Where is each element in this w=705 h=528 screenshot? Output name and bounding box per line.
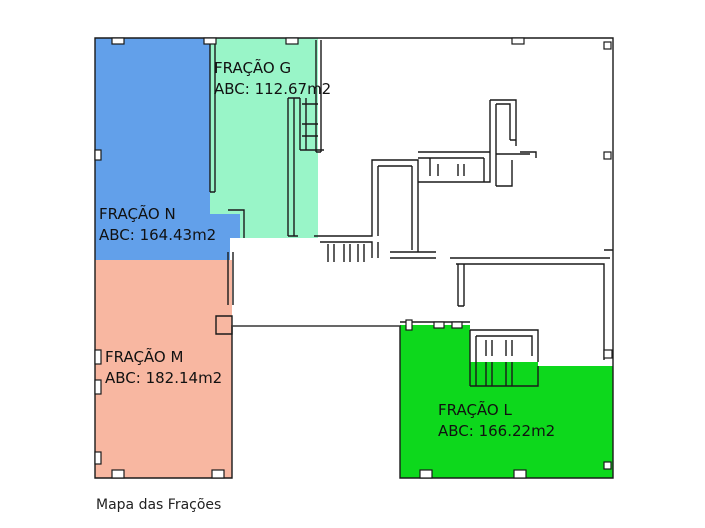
zone-n-label: FRAÇÃO N ABC: 164.43m2 bbox=[99, 204, 216, 246]
wall-n-g bbox=[209, 40, 245, 238]
wall-g-right bbox=[315, 40, 322, 153]
zone-g-area-text: ABC: 112.67m2 bbox=[214, 80, 332, 98]
wall-n-m bbox=[215, 252, 234, 335]
zone-g-label: FRAÇÃO G ABC: 112.67m2 bbox=[214, 58, 331, 100]
wall-corridor bbox=[314, 159, 436, 262]
zone-l-area[interactable] bbox=[400, 325, 613, 478]
zone-l-area-text: ABC: 166.22m2 bbox=[438, 422, 556, 440]
zone-m-area[interactable] bbox=[95, 260, 232, 478]
zone-n-name: FRAÇÃO N bbox=[99, 205, 176, 223]
zone-l-label: FRAÇÃO L ABC: 166.22m2 bbox=[438, 400, 555, 442]
zone-n-area[interactable] bbox=[95, 38, 240, 260]
zone-g-area[interactable] bbox=[210, 38, 318, 238]
wall-l-inner bbox=[400, 321, 539, 387]
wall-upper-right bbox=[418, 99, 537, 187]
wall-g-inner bbox=[287, 97, 324, 237]
zone-n-area-text: ABC: 164.43m2 bbox=[99, 226, 217, 244]
map-caption: Mapa das Frações bbox=[96, 497, 222, 513]
zone-g-name: FRAÇÃO G bbox=[214, 59, 292, 77]
zone-l-name: FRAÇÃO L bbox=[438, 401, 512, 419]
zone-m-name: FRAÇÃO M bbox=[105, 348, 184, 366]
zone-m-label: FRAÇÃO M ABC: 182.14m2 bbox=[105, 347, 222, 389]
column-markers bbox=[94, 37, 613, 479]
zone-m-area-text: ABC: 182.14m2 bbox=[105, 369, 223, 387]
wall-right-corridor bbox=[450, 249, 613, 360]
